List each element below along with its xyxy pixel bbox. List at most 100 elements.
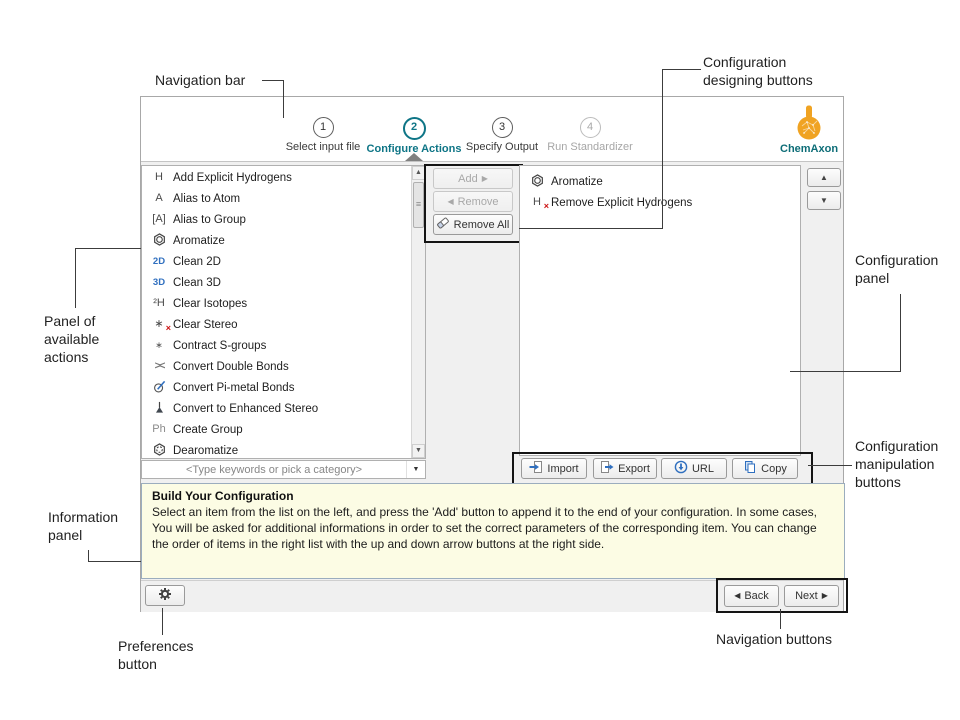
action-label: Alias to Group [173, 213, 246, 226]
clear-stereo-icon: ∗ × [149, 319, 171, 333]
step-label: Run Standardizer [547, 141, 633, 153]
add-button[interactable]: Add ▶ [433, 168, 513, 189]
hydrogen-glyph: H [533, 196, 541, 208]
alias-to-group-icon: [A] [152, 213, 166, 225]
information-panel: Build Your Configuration Select an item … [141, 483, 845, 579]
clean-3d-icon: 3D [152, 276, 166, 288]
url-download-icon [674, 460, 688, 477]
next-button[interactable]: Next ▶ [784, 585, 839, 607]
export-button-label: Export [618, 462, 650, 475]
step-run-standardizer[interactable]: 4 Run Standardizer [535, 117, 645, 153]
actions-scrollbar[interactable]: ▲ ≡ ▼ [411, 166, 425, 458]
list-item-convert-to-enhanced-stereo[interactable]: Convert to Enhanced Stereo [142, 398, 412, 419]
callout-line [88, 550, 89, 562]
copy-button[interactable]: Copy [732, 458, 798, 479]
arrow-left-icon: ◀ [447, 196, 454, 206]
arrow-right-icon: ▶ [481, 173, 488, 183]
list-item-alias-to-atom[interactable]: A Alias to Atom [142, 188, 412, 209]
step-number-badge: 3 [491, 117, 513, 138]
callout-configuration-panel: Configuration panel [855, 252, 939, 286]
list-item-aromatize[interactable]: Aromatize [142, 230, 412, 251]
list-item-dearomatize[interactable]: Dearomatize [142, 440, 412, 458]
callout-line [790, 371, 900, 372]
scroll-up-icon[interactable]: ▲ [412, 166, 425, 180]
config-item-aromatize[interactable]: Aromatize [520, 171, 800, 192]
step-label: Specify Output [465, 141, 539, 153]
list-item-clean-2d[interactable]: 2D Clean 2D [142, 251, 412, 272]
preferences-button[interactable] [145, 585, 185, 606]
step-select-input-file[interactable]: 1 Select input file [268, 117, 378, 153]
list-item-add-explicit-hydrogens[interactable]: H Add Explicit Hydrogens [142, 167, 412, 188]
action-label: Clean 2D [173, 255, 221, 268]
scrollbar-thumb[interactable]: ≡ [413, 182, 424, 228]
list-item-convert-pi-metal-bonds[interactable]: Convert Pi-metal Bonds [142, 377, 412, 398]
step-number-badge: 1 [312, 117, 334, 138]
callout-line [283, 80, 284, 118]
action-label: Alias to Atom [173, 192, 241, 205]
import-button[interactable]: Import [521, 458, 587, 479]
add-button-label: Add [458, 172, 478, 185]
callout-line [262, 80, 283, 81]
action-label: Add Explicit Hydrogens [173, 171, 292, 184]
step-specify-output[interactable]: 3 Specify Output [447, 117, 557, 153]
list-item-clean-3d[interactable]: 3D Clean 3D [142, 272, 412, 293]
callout-information-panel: Information panel [48, 509, 119, 543]
info-title: Build Your Configuration [152, 489, 294, 503]
configuration-panel: Aromatize H × Remove Explicit Hydrogens [519, 165, 801, 456]
remove-all-button[interactable]: Remove All [433, 214, 513, 235]
callout-line [900, 294, 901, 372]
import-button-label: Import [547, 462, 579, 475]
contract-s-groups-icon: ∗ [155, 340, 163, 350]
callout-line [88, 561, 141, 562]
list-item-alias-to-group[interactable]: [A] Alias to Group [142, 209, 412, 230]
action-label: Clear Stereo [173, 318, 238, 331]
scroll-down-icon[interactable]: ▼ [412, 444, 425, 458]
enhanced-stereo-wedge-icon [149, 401, 169, 417]
config-item-remove-explicit-hydrogens[interactable]: H × Remove Explicit Hydrogens [520, 192, 800, 213]
callout-config-designing-buttons: Configuration designing buttons [703, 54, 813, 88]
list-item-clear-isotopes[interactable]: ²H Clear Isotopes [142, 293, 412, 314]
callout-navigation-buttons: Navigation buttons [716, 631, 832, 647]
callout-navigation-bar: Navigation bar [155, 72, 246, 88]
remove-explicit-hydrogens-icon: H × [527, 196, 549, 211]
arrow-left-icon: ◀ [734, 591, 741, 600]
aromatize-benzene-icon [527, 173, 547, 190]
remove-button[interactable]: ◀ Remove [433, 191, 513, 212]
triangle-up-icon: ▲ [820, 172, 828, 182]
action-label: Create Group [173, 423, 243, 436]
callout-line [75, 248, 76, 308]
callout-line [75, 248, 141, 249]
action-label: Contract S-groups [173, 339, 267, 352]
eraser-icon [436, 217, 450, 232]
arrow-right-icon: ▶ [821, 591, 828, 600]
navigation-bar: 1 Select input file 2 Configure Actions … [141, 97, 843, 162]
clean-2d-icon: 2D [152, 255, 166, 267]
callout-line [662, 69, 663, 229]
add-explicit-hydrogens-icon: H [155, 171, 163, 183]
chemaxon-logo: ChemAxon [780, 105, 838, 155]
move-up-button[interactable]: ▲ [807, 168, 841, 187]
chemaxon-flask-icon [797, 105, 821, 140]
list-item-convert-double-bonds[interactable]: >< Convert Double Bonds [142, 356, 412, 377]
aromatize-benzene-icon [149, 232, 169, 249]
category-filter-combobox[interactable]: <Type keywords or pick a category> ▼ [141, 460, 426, 479]
action-label: Convert to Enhanced Stereo [173, 402, 319, 415]
move-down-button[interactable]: ▼ [807, 191, 841, 210]
callout-panel-available-actions: Panel of available actions [44, 313, 100, 365]
triangle-down-icon: ▼ [820, 195, 828, 205]
action-label: Dearomatize [173, 444, 239, 457]
clear-isotopes-icon: ²H [153, 297, 165, 309]
export-button[interactable]: Export [593, 458, 657, 479]
list-item-create-group[interactable]: Ph Create Group [142, 419, 412, 440]
action-label: Aromatize [173, 234, 225, 247]
step-configure-actions[interactable]: 2 Configure Actions [359, 117, 469, 155]
next-button-label: Next [795, 590, 818, 602]
callout-line [780, 609, 781, 629]
back-button[interactable]: ◀ Back [724, 585, 779, 607]
list-item-clear-stereo[interactable]: ∗ × Clear Stereo [142, 314, 412, 335]
action-label: Convert Double Bonds [173, 360, 289, 373]
list-item-contract-s-groups[interactable]: ∗ Contract S-groups [142, 335, 412, 356]
convert-double-bonds-icon: >< [154, 360, 166, 372]
url-button[interactable]: URL [661, 458, 727, 479]
chevron-down-icon[interactable]: ▼ [406, 461, 425, 478]
